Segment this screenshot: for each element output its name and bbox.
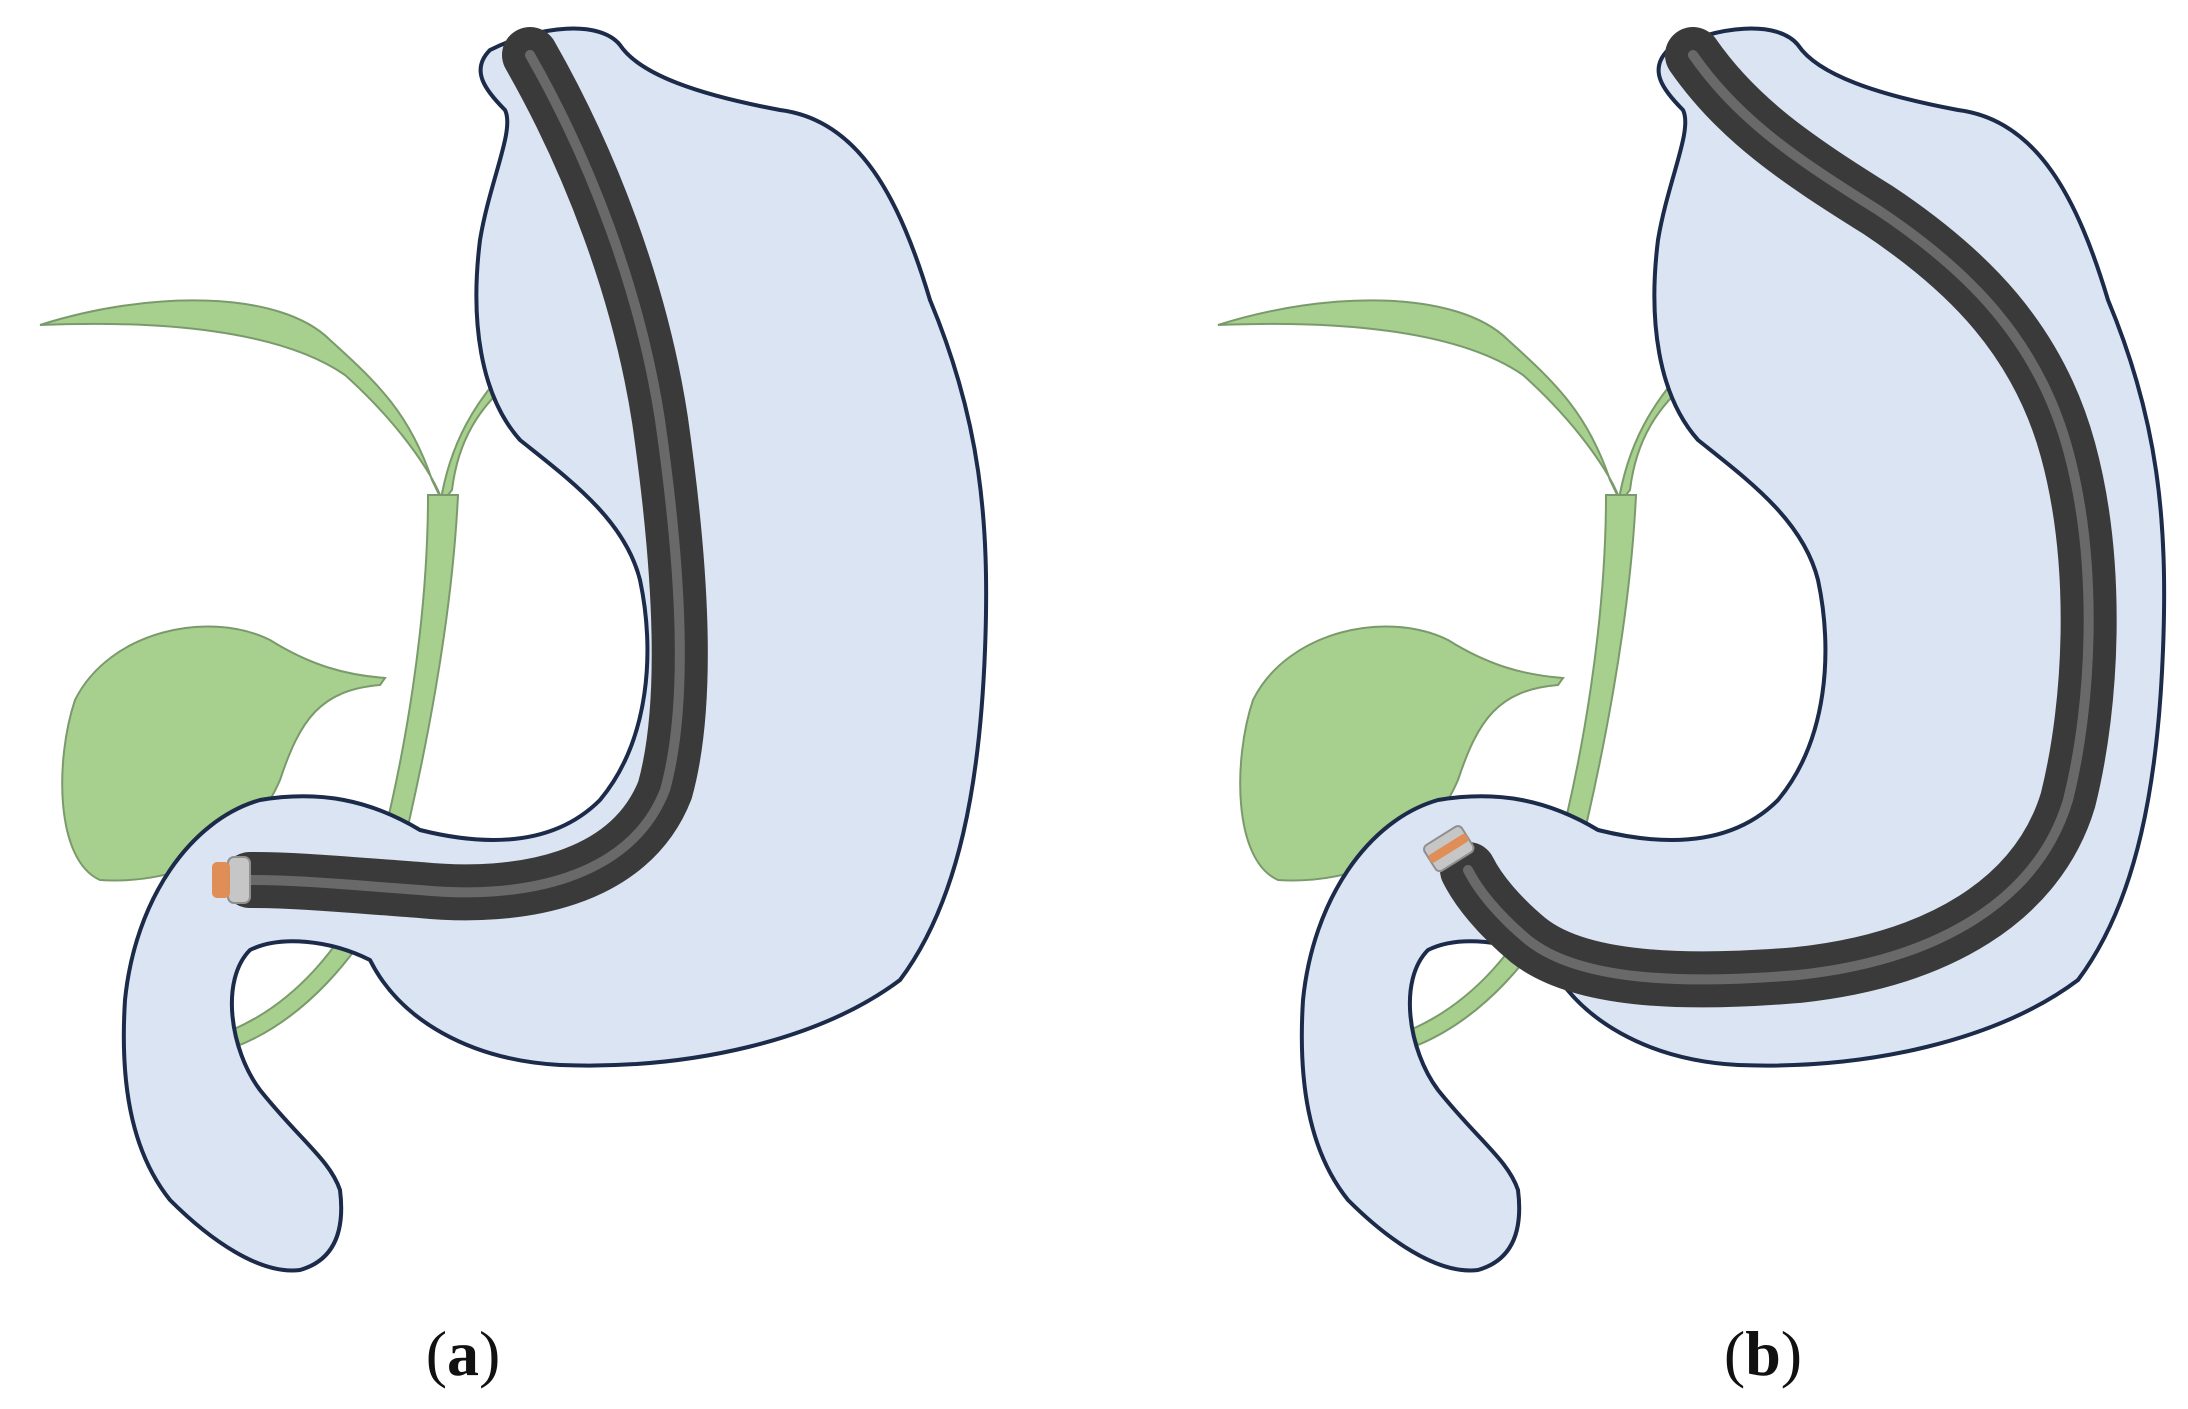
panel-a-scope-highlight	[245, 50, 685, 898]
panel-b-left-hepatic-duct	[1217, 299, 1623, 506]
panel-a-caption: (a)	[426, 1318, 501, 1389]
panel-a-stomach	[121, 26, 989, 1273]
panel-a-scope-cap	[227, 856, 251, 904]
panel-b-endoscope	[1423, 27, 2117, 1008]
panel-b-caption: (b)	[1724, 1318, 1802, 1389]
panel-a-endoscope	[212, 27, 708, 921]
panel-b-gallbladder	[1239, 625, 1565, 882]
panel-a-gallbladder	[61, 625, 387, 882]
panel-a-left-hepatic-duct	[39, 299, 445, 506]
panel-b-scope-band	[1428, 833, 1469, 863]
panel-a-scope-band	[212, 862, 230, 898]
panel-b-scope-highlight	[1463, 50, 2094, 985]
panel-a: (a)	[39, 26, 989, 1389]
panel-b: (b)	[1217, 26, 2167, 1389]
